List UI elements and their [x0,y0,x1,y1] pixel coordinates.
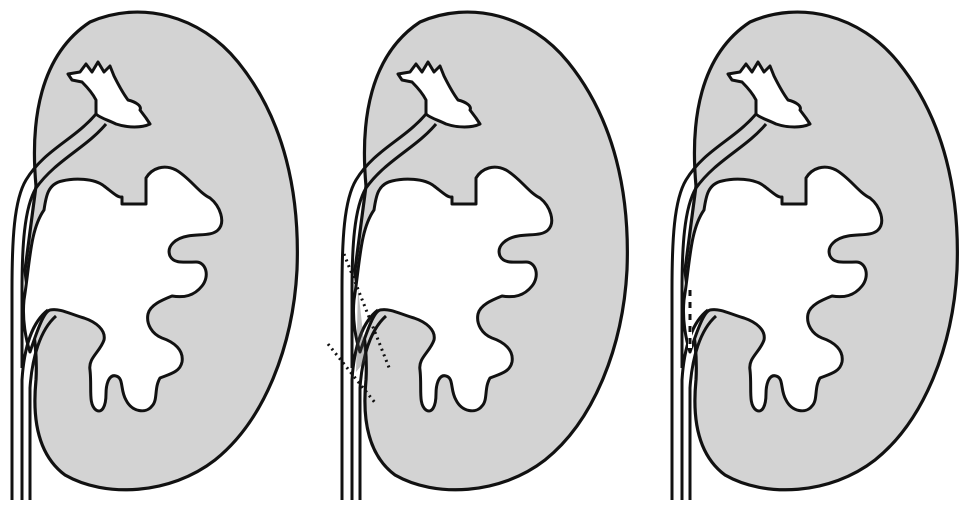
panel-2 [328,12,627,500]
panel-1 [12,12,297,500]
panel-3 [672,12,957,500]
